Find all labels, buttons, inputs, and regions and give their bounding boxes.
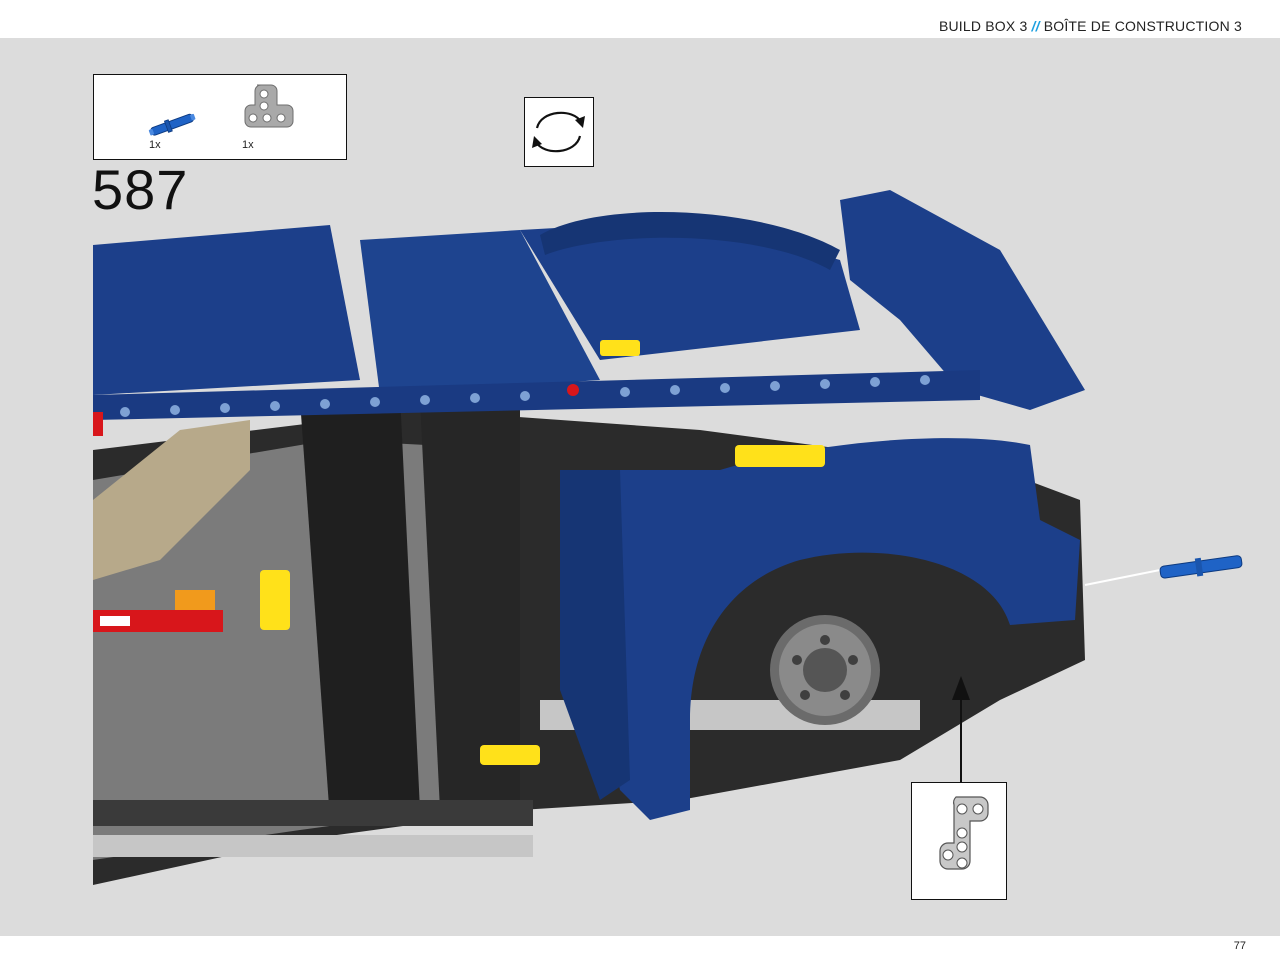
- page-header: BUILD BOX 3//BOÎTE DE CONSTRUCTION 3: [0, 0, 1280, 38]
- gray-t-beam-callout-icon: [939, 796, 989, 870]
- build-box-label: BUILD BOX 3//BOÎTE DE CONSTRUCTION 3: [939, 18, 1242, 34]
- page-number: 77: [1233, 940, 1246, 952]
- separator: //: [1031, 18, 1040, 34]
- gray-t-beam-icon: [244, 84, 294, 128]
- build-box-fr: BOÎTE DE CONSTRUCTION 3: [1043, 18, 1242, 34]
- step-number: 587: [92, 158, 189, 221]
- blue-axle-pin-icon: [148, 113, 196, 136]
- build-box-en: BUILD BOX 3: [938, 18, 1028, 34]
- rotate-model-icon: [524, 97, 594, 167]
- callout-box: [911, 782, 1007, 900]
- parts-list: 1x 1x: [93, 74, 347, 160]
- part-qty: 1x: [149, 139, 161, 151]
- part-qty: 1x: [242, 139, 254, 151]
